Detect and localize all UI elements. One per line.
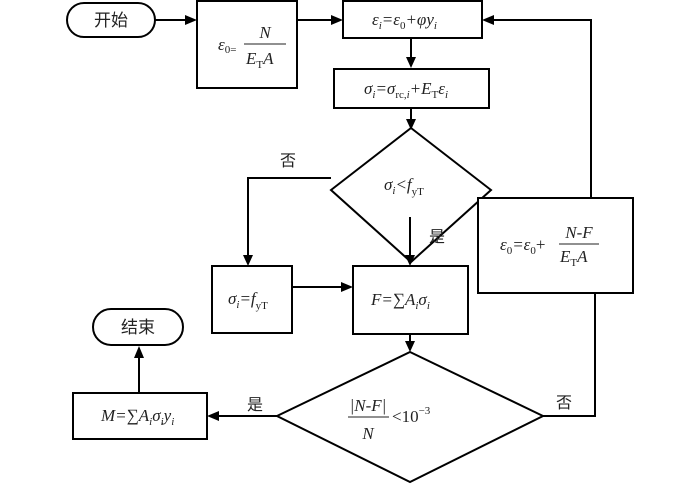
yield-no-label: 否	[280, 151, 296, 170]
yield-assign-formula: σi=fyT	[228, 289, 268, 312]
yield-yes-label: 是	[429, 227, 445, 246]
end-label: 结束	[121, 318, 155, 338]
strain-update-denominator: ETA	[559, 247, 588, 269]
convergence-threshold: <10−3	[392, 405, 431, 426]
connector-update-loop	[492, 19, 592, 198]
convergence-diamond: |N-F| N <10−3	[274, 350, 546, 484]
end-terminal: 结束	[92, 308, 184, 346]
start-terminal: 开始	[66, 2, 156, 38]
arrowhead-icon	[134, 346, 144, 358]
strain-update-numerator: N-F	[564, 223, 593, 242]
arrowhead-icon	[207, 411, 219, 421]
arrowhead-icon	[331, 15, 343, 25]
connector-check-no	[543, 283, 596, 417]
connector-yield-no	[247, 177, 331, 258]
stress-step-formula: σi=σrc,i+ETεi	[364, 79, 448, 101]
stress-step-box: σi=σrc,i+ETεi	[333, 68, 490, 109]
init-strain-box: ε0= N ETA	[196, 0, 298, 89]
arrowhead-icon	[406, 119, 416, 130]
arrowhead-icon	[405, 341, 415, 352]
arrowhead-icon	[406, 57, 416, 68]
check-no-label: 否	[556, 393, 572, 412]
moment-sum-formula: M=∑Aiσiyi	[100, 406, 174, 428]
init-numerator: N	[258, 23, 272, 42]
arrowhead-icon	[185, 15, 197, 25]
yield-assign-box: σi=fyT	[211, 265, 293, 334]
init-denominator: ETA	[245, 49, 274, 71]
strain-step-box: εi=ε0+φyi	[342, 0, 483, 39]
yield-decision-formula: σi<fyT	[384, 175, 424, 198]
arrowhead-icon	[243, 255, 253, 266]
force-sum-formula: F=∑Aiσi	[370, 290, 430, 312]
force-sum-box: F=∑Aiσi	[352, 265, 469, 335]
arrowhead-icon	[482, 15, 494, 25]
strain-update-lhs: ε0=ε0+	[500, 235, 545, 257]
moment-sum-box: M=∑Aiσiyi	[72, 392, 208, 440]
arrowhead-icon	[341, 282, 353, 292]
convergence-numerator: |N-F|	[350, 396, 387, 415]
convergence-denominator: N	[361, 424, 375, 443]
init-strain-formula: ε0=	[218, 35, 236, 56]
strain-update-box: ε0=ε0+ N-F ETA	[477, 197, 634, 294]
check-yes-label: 是	[247, 395, 263, 414]
arrowhead-icon	[405, 255, 415, 266]
start-label: 开始	[94, 11, 128, 31]
strain-step-formula: εi=ε0+φyi	[372, 10, 437, 32]
